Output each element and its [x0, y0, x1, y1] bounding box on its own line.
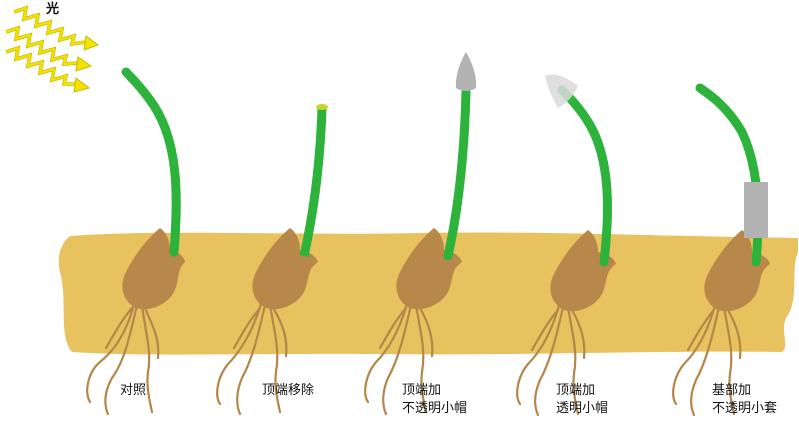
label-opaque-cap-line2: 不透明小帽	[402, 400, 467, 416]
light-ray	[5, 45, 91, 93]
root-system	[364, 298, 434, 416]
label-opaque-cap-line1: 顶端加	[402, 383, 441, 398]
opaque-cap	[455, 52, 477, 91]
label-tip-removed: 顶端移除	[262, 383, 314, 398]
coleoptile-stem	[443, 87, 471, 261]
seedling-base-opaque-sleeve: 基部加 不透明小套	[672, 83, 777, 417]
light-ray	[5, 25, 93, 72]
root-system	[516, 300, 586, 417]
seed	[704, 230, 770, 312]
root-system	[216, 298, 288, 416]
seedling-transparent-cap: 顶端加 透明小帽	[516, 74, 616, 417]
seed	[252, 228, 318, 310]
seedling-control: 对照	[86, 67, 185, 416]
seedling-tip-removed: 顶端移除	[216, 104, 328, 416]
seed	[396, 228, 462, 310]
label-base-sleeve-line2: 不透明小套	[712, 400, 777, 416]
label-transparent-cap-line2: 透明小帽	[556, 400, 608, 416]
seedling-opaque-cap: 顶端加 不透明小帽	[364, 52, 477, 416]
light-label: 光	[45, 1, 59, 17]
label-control: 对照	[120, 383, 146, 398]
light-ray	[13, 5, 100, 51]
root-system	[672, 300, 742, 417]
seed	[550, 230, 616, 312]
coleoptile-stem	[299, 107, 327, 257]
root-system	[86, 298, 160, 416]
label-base-sleeve-line1: 基部加	[712, 383, 751, 398]
coleoptile-stem	[121, 67, 181, 257]
cut-tip	[316, 104, 328, 110]
light-rays: 光	[5, 1, 100, 93]
seed	[122, 228, 185, 310]
coleoptile-stem	[557, 85, 612, 267]
label-transparent-cap-line1: 顶端加	[556, 383, 595, 398]
opaque-sleeve	[744, 182, 768, 238]
transparent-cap	[545, 74, 578, 108]
